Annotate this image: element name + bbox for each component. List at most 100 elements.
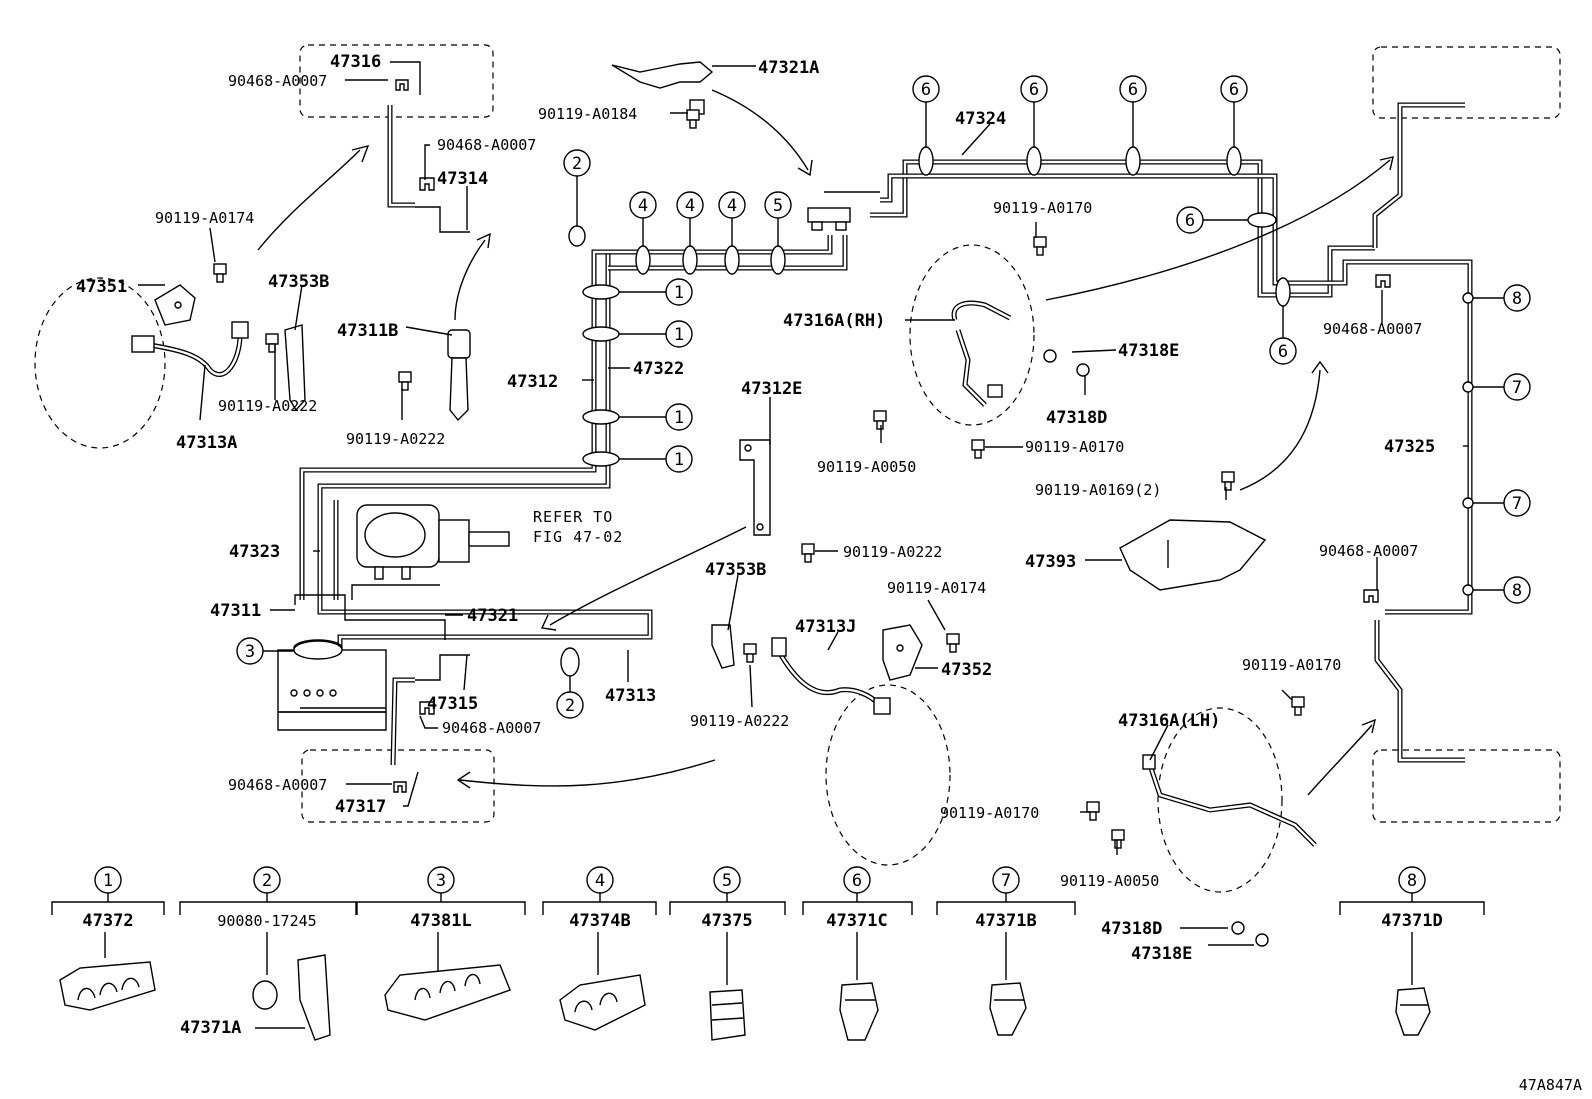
svg-text:4: 4	[595, 871, 605, 891]
label-47312e: 47312E	[741, 379, 802, 399]
clip-90468-glyphs	[393, 79, 1391, 793]
label-47323: 47323	[229, 542, 280, 562]
svg-text:1: 1	[103, 871, 113, 891]
legend: 1 47372 2 90080-17245 47371A 3 47381L	[51, 866, 1485, 1041]
svg-text:4: 4	[685, 196, 695, 216]
label-90468-b: 90468-A0007	[437, 136, 536, 154]
label-47353b-a: 47353B	[268, 272, 329, 292]
label-90119-a0222-b: 90119-A0222	[346, 430, 445, 448]
label-47318d-a: 47318D	[1046, 408, 1107, 428]
label-90119-a0222-c: 90119-A0222	[843, 543, 942, 561]
legend-item-1: 1 47372	[51, 866, 165, 1011]
label-90119-a0222-d: 90119-A0222	[690, 712, 789, 730]
detail-circle-lh	[1157, 707, 1283, 893]
flow-arrows	[257, 89, 1394, 796]
label-47318e-a: 47318E	[1118, 341, 1179, 361]
legend-item-6: 6 47371C	[802, 866, 913, 1041]
label-90468-c: 90468-A0007	[1323, 320, 1422, 338]
label-47325: 47325	[1384, 437, 1435, 457]
master-cylinder-unit	[356, 504, 510, 580]
svg-text:6: 6	[921, 80, 931, 100]
valve-47311B	[447, 329, 471, 422]
svg-text:6: 6	[1229, 80, 1239, 100]
detail-box-top-left	[299, 44, 494, 118]
svg-text:47371C: 47371C	[826, 911, 887, 931]
label-47316a-rh: 47316A(RH)	[783, 311, 885, 331]
label-90119-a0170-b: 90119-A0170	[1025, 438, 1124, 456]
label-90119-a0222-a: 90119-A0222	[218, 397, 317, 415]
label-47312: 47312	[507, 372, 558, 392]
bracket-47351	[154, 284, 196, 326]
svg-text:4: 4	[638, 196, 648, 216]
label-47316: 47316	[330, 52, 381, 72]
legend-item-4: 4 47374B	[542, 866, 657, 1031]
junction-block-top	[807, 207, 851, 231]
label-47351: 47351	[76, 277, 127, 297]
label-47321: 47321	[467, 606, 518, 626]
svg-text:7: 7	[1512, 494, 1522, 514]
svg-text:47372: 47372	[82, 911, 133, 931]
hose-47313J	[771, 637, 891, 715]
svg-text:6: 6	[1185, 211, 1195, 231]
svg-text:5: 5	[773, 196, 783, 216]
detail-box-top-right	[1372, 46, 1561, 119]
refer-to-line1: REFER TO	[533, 508, 613, 526]
label-47324: 47324	[955, 109, 1006, 129]
label-47311: 47311	[210, 601, 261, 621]
label-90119-a0169: 90119-A0169(2)	[1035, 481, 1161, 499]
part-labels: 47316 90468-A0007 90468-A0007 47314 9011…	[76, 52, 1435, 964]
label-90119-a0170-a: 90119-A0170	[993, 199, 1092, 217]
label-47317: 47317	[335, 797, 386, 817]
svg-text:8: 8	[1512, 289, 1522, 309]
label-47322: 47322	[633, 359, 684, 379]
svg-text:7: 7	[1512, 378, 1522, 398]
callouts: 2 4 4 4 5 1 1 1 1 3 2 6 6 6 6 6 6 8	[236, 75, 1531, 719]
bracket-47352	[882, 624, 923, 681]
svg-text:2: 2	[262, 871, 272, 891]
label-90119-a0184: 90119-A0184	[538, 105, 637, 123]
detail-circle-center	[825, 684, 951, 866]
svg-text:1: 1	[674, 325, 684, 345]
shield-47393	[1119, 519, 1267, 591]
svg-text:47371A: 47371A	[180, 1018, 241, 1038]
svg-text:8: 8	[1407, 871, 1417, 891]
bolts	[213, 109, 1305, 947]
svg-text:6: 6	[1128, 80, 1138, 100]
svg-text:1: 1	[674, 450, 684, 470]
bracket-47312E	[739, 439, 771, 536]
svg-text:2: 2	[572, 154, 582, 174]
svg-text:3: 3	[245, 642, 255, 662]
hose-47313A	[131, 321, 249, 377]
detail-circle-rh	[909, 244, 1035, 426]
svg-text:3: 3	[436, 871, 446, 891]
label-90119-a0174-a: 90119-A0174	[155, 209, 254, 227]
tube-47316A-RH	[951, 300, 1012, 407]
label-47316a-lh: 47316A(LH)	[1118, 711, 1220, 731]
label-90468-f: 90468-A0007	[228, 776, 327, 794]
label-47318e-b: 47318E	[1131, 944, 1192, 964]
refer-to-line2: FIG 47-02	[533, 528, 623, 546]
detail-circle-left	[34, 277, 166, 449]
label-47315: 47315	[427, 694, 478, 714]
bracket-47353B-left	[284, 324, 306, 412]
label-47313a: 47313A	[176, 433, 237, 453]
label-47313j: 47313J	[795, 617, 856, 637]
svg-text:5: 5	[722, 871, 732, 891]
svg-text:47375: 47375	[701, 911, 752, 931]
legend-item-3: 3 47381L	[356, 866, 526, 1021]
tube-47316A-LH	[1142, 754, 1317, 847]
detail-box-bottom-left	[301, 749, 495, 823]
svg-text:8: 8	[1512, 581, 1522, 601]
svg-text:4: 4	[727, 196, 737, 216]
svg-text:2: 2	[565, 696, 575, 716]
label-47313: 47313	[605, 686, 656, 706]
label-90119-a0170-d: 90119-A0170	[940, 804, 1039, 822]
label-90468-a: 90468-A0007	[228, 72, 327, 90]
svg-text:47371B: 47371B	[975, 911, 1036, 931]
svg-text:47381L: 47381L	[410, 911, 471, 931]
diagram-id: 47A847A	[1519, 1076, 1582, 1094]
legend-item-7: 7 47371B	[936, 866, 1076, 1036]
legend-item-5: 5 47375	[669, 866, 786, 1041]
svg-text:90080-17245: 90080-17245	[217, 912, 316, 930]
